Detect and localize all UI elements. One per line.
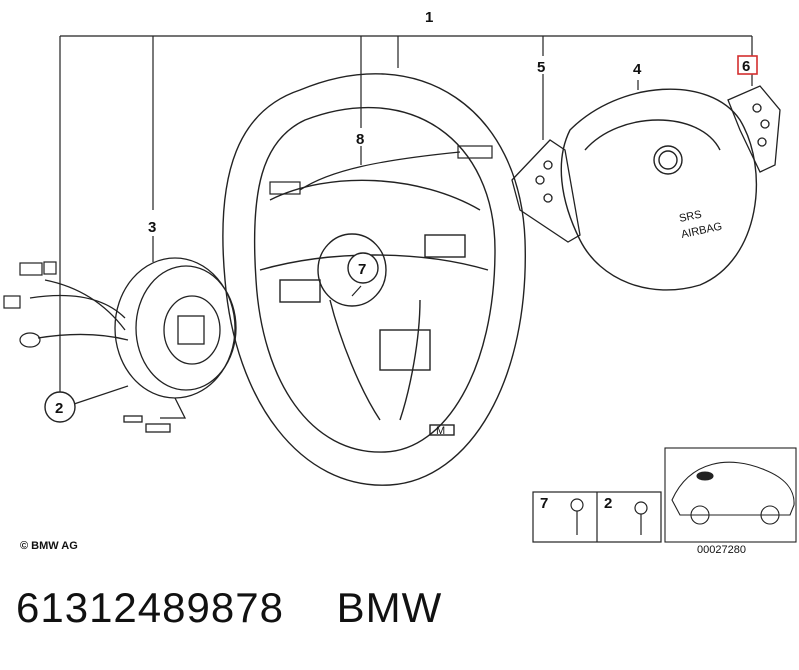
callout-5: 5 <box>537 59 545 76</box>
m-badge: M <box>436 425 445 437</box>
switch-pad-left <box>511 139 581 243</box>
clock-spring <box>29 257 237 433</box>
part-number: 61312489878 <box>16 584 284 631</box>
callout-3: 3 <box>148 219 156 236</box>
callout-4: 4 <box>633 61 642 78</box>
switch-pad-right <box>727 85 781 173</box>
screw-inset <box>532 491 662 543</box>
parts-diagram: M SRS AIRBAG 1 3 4 5 8 6 2 <box>3 9 797 543</box>
screw-label-7: 7 <box>540 495 548 512</box>
connectors <box>3 261 57 348</box>
callout-2: 2 <box>55 400 63 417</box>
wiring-harness <box>269 145 493 195</box>
callout-6: 6 <box>742 58 750 75</box>
callout-7: 7 <box>358 261 366 278</box>
callout-2-circle: 2 <box>44 391 76 423</box>
callout-6-highlight: 6 <box>737 55 758 75</box>
airbag-module <box>560 88 757 291</box>
diagram-reference: 00027280 <box>697 544 746 556</box>
copyright: © BMW AG <box>20 540 78 552</box>
callout-8: 8 <box>356 131 364 148</box>
callout-7-circle: 7 <box>347 252 379 284</box>
car-inset <box>664 447 797 543</box>
screw-label-2: 2 <box>604 495 612 512</box>
steering-wheel: M <box>222 73 526 486</box>
brand-name: BMW <box>336 584 443 631</box>
airbag-srs-label: SRS <box>678 208 703 224</box>
footer: 61312489878 BMW <box>16 584 442 632</box>
callout-1: 1 <box>425 9 433 26</box>
